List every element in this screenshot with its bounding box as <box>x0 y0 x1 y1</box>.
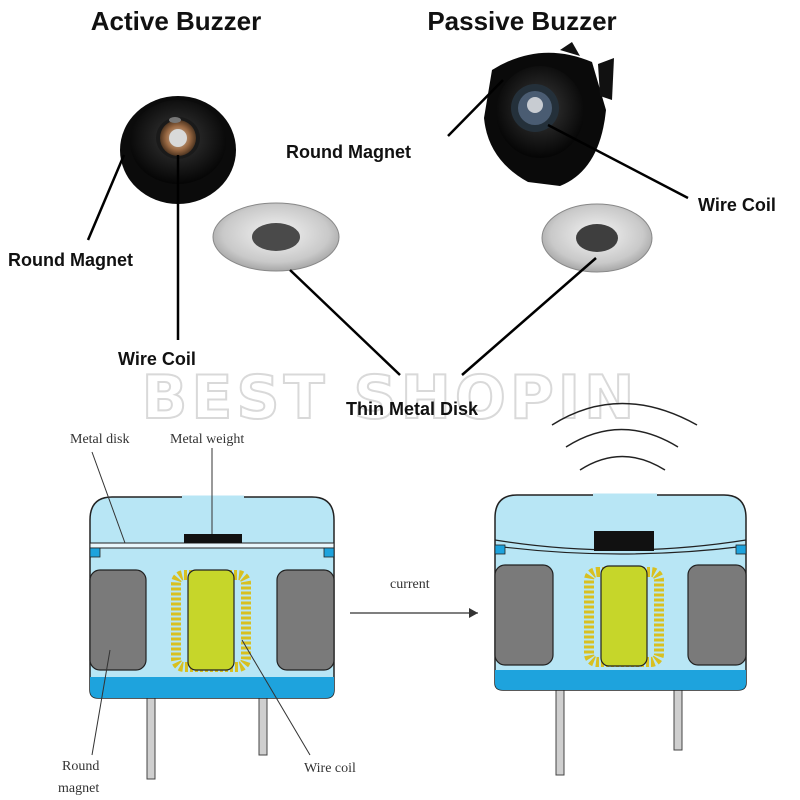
magnet-label: magnet <box>58 781 99 796</box>
active-buzzer-title: Active Buzzer <box>91 6 262 36</box>
buzzer-cross-section-idle <box>90 497 334 779</box>
current-arrow <box>350 608 478 618</box>
metal-weight-label: Metal weight <box>170 432 244 447</box>
thin-metal-disk-label: Thin Metal Disk <box>346 399 479 419</box>
wire-coil-label: Wire coil <box>304 761 356 776</box>
metal-disk-left <box>213 203 339 271</box>
metal-disk-label: Metal disk <box>70 432 130 447</box>
buzzer-cross-section-active <box>495 495 746 775</box>
passive-round-magnet-label: Round Magnet <box>286 142 411 162</box>
active-round-magnet-label: Round Magnet <box>8 250 133 270</box>
watermark: BEST SHOPIN <box>142 363 639 433</box>
current-label: current <box>390 577 430 592</box>
passive-wire-coil-label: Wire Coil <box>698 195 776 215</box>
passive-buzzer-photo <box>484 42 614 186</box>
metal-disk-right <box>542 204 652 272</box>
passive-buzzer-title: Passive Buzzer <box>427 6 616 36</box>
round-label: Round <box>62 759 99 774</box>
